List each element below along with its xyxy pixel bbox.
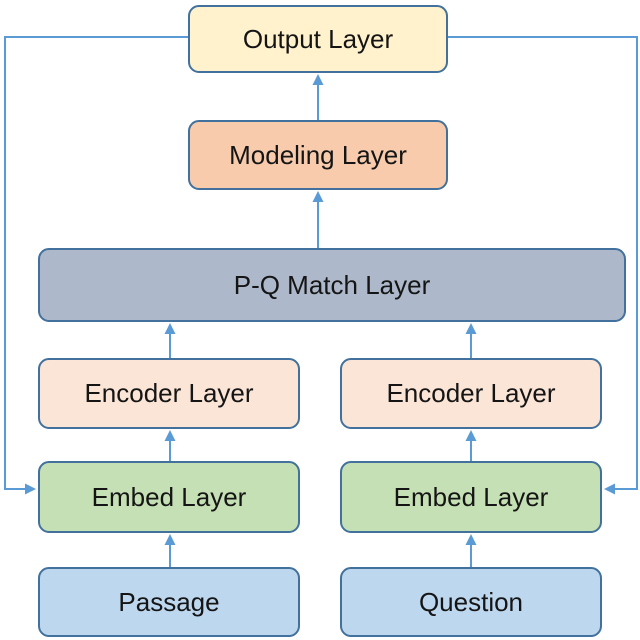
node-encoder-layer-left: Encoder Layer	[38, 358, 300, 429]
node-modeling-layer: Modeling Layer	[188, 120, 448, 190]
node-passage-input: Passage	[38, 567, 300, 637]
node-embed-layer-left: Embed Layer	[38, 461, 300, 533]
node-embed-layer-right: Embed Layer	[340, 461, 602, 533]
skip-connection-left	[4, 36, 188, 495]
skip-connection-right	[448, 36, 638, 495]
node-output-layer: Output Layer	[188, 5, 448, 73]
node-pq-match-layer: P-Q Match Layer	[38, 248, 626, 322]
node-encoder-layer-right: Encoder Layer	[340, 358, 602, 429]
node-question-input: Question	[340, 567, 602, 637]
